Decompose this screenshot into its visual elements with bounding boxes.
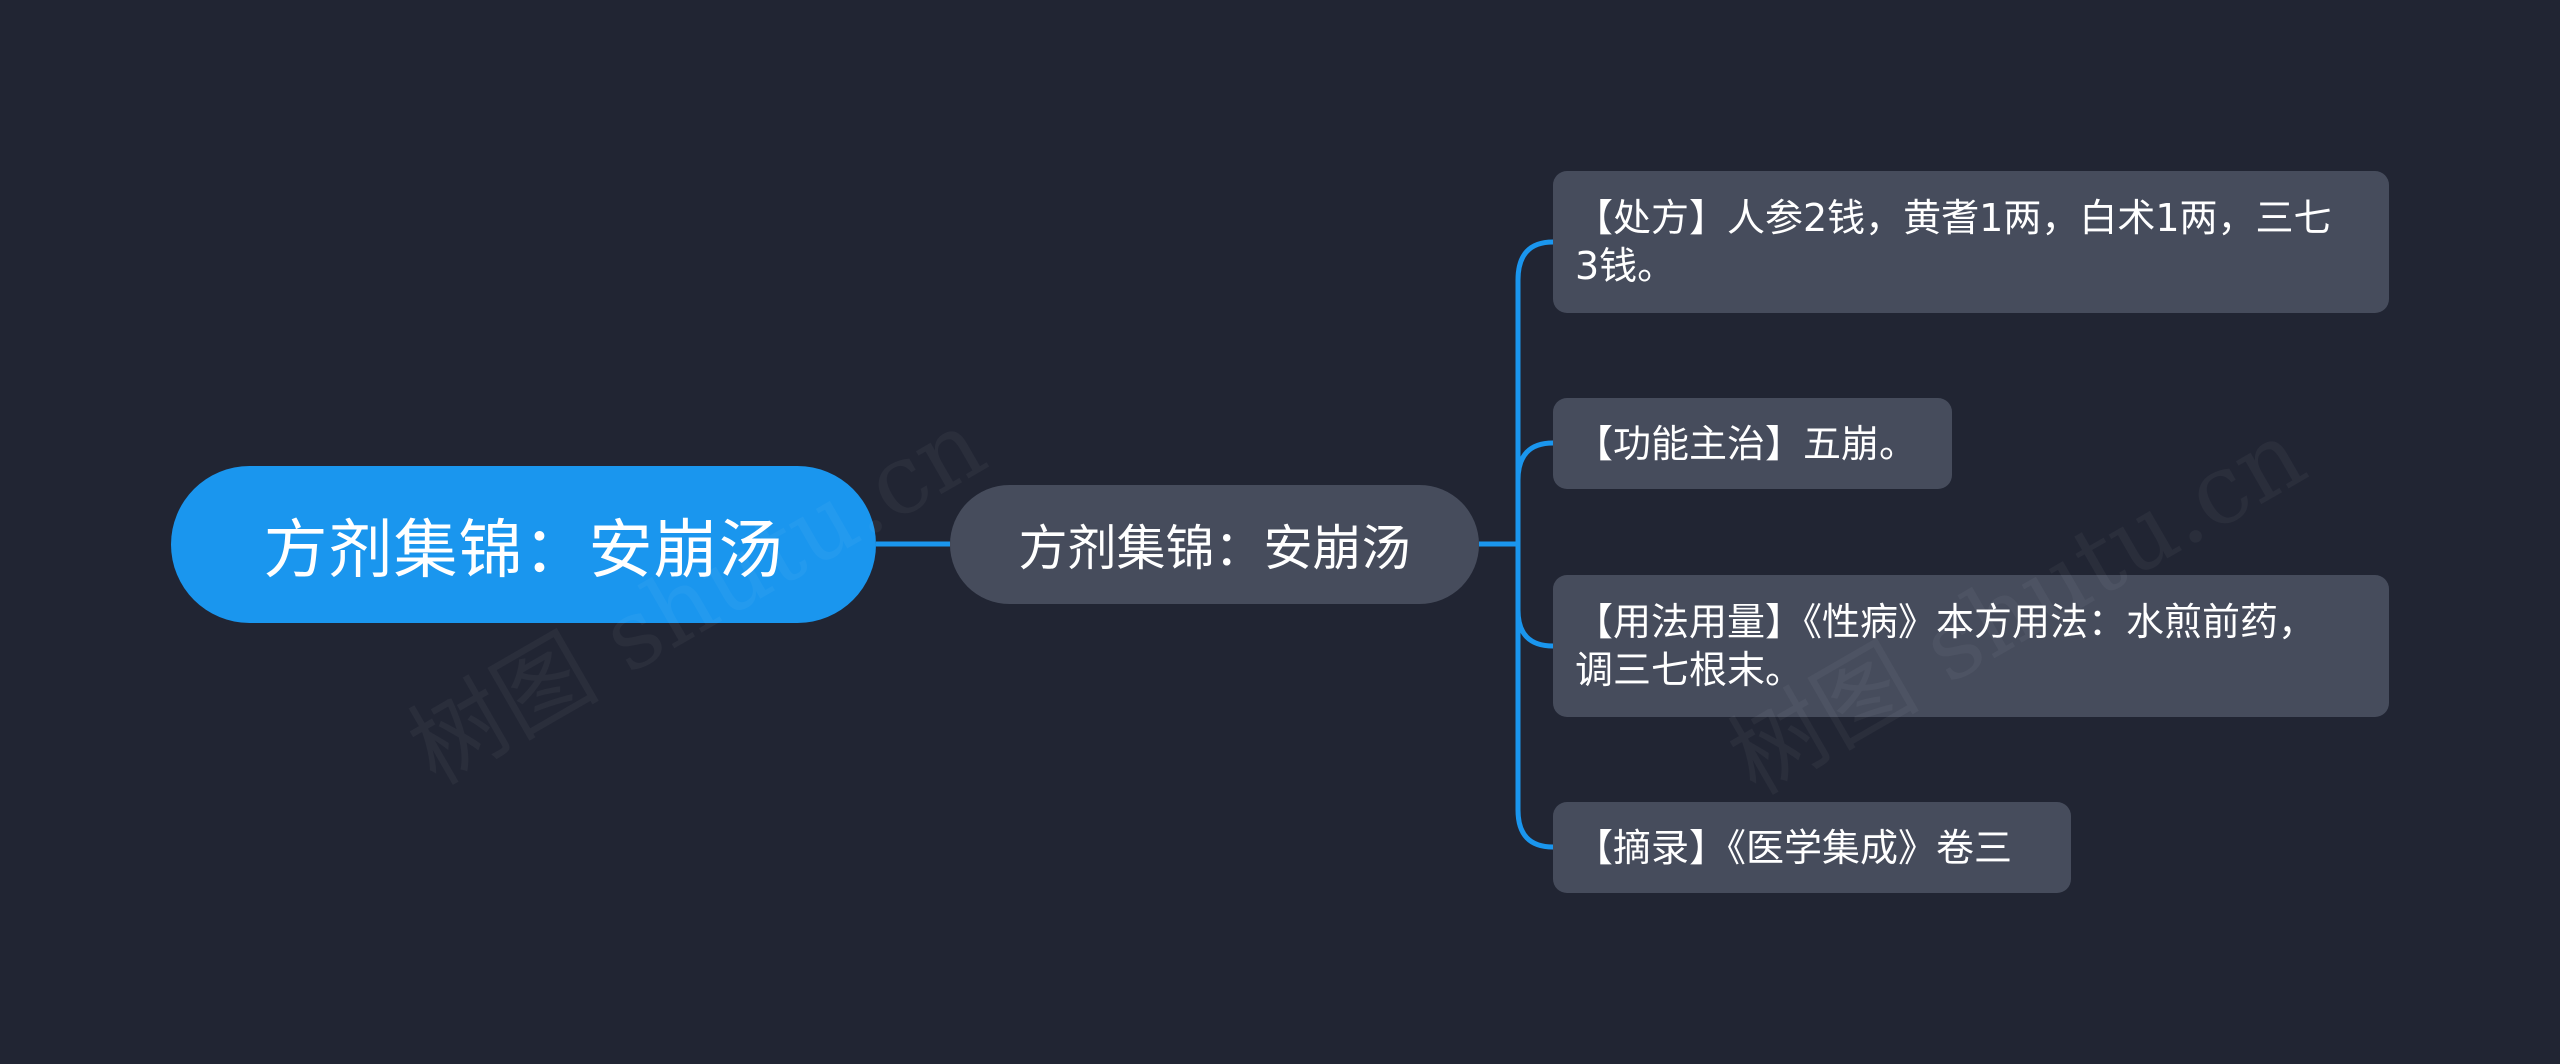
leaf-node-indications[interactable]: 【功能主治】五崩。 — [1553, 398, 1952, 489]
leaf-text-line: 【摘录】《医学集成》卷三 — [1575, 825, 2013, 870]
connector-to-leaf-1 — [1515, 239, 1554, 544]
leaf-node-usage[interactable]: 【用法用量】《性病》本方用法：水煎前药， 调三七根末。 — [1553, 575, 2389, 717]
leaf-node-source[interactable]: 【摘录】《医学集成》卷三 — [1553, 802, 2071, 893]
branch-node[interactable]: 方剂集锦：安崩汤 — [950, 485, 1479, 604]
leaf-text-line: 【功能主治】五崩。 — [1575, 421, 1918, 466]
branch-node-label: 方剂集锦：安崩汤 — [1018, 520, 1411, 577]
leaf-text-line: 【处方】人参2钱，黄耆1两，白术1两，三七 — [1575, 196, 2332, 240]
connector-to-leaf-2 — [1515, 440, 1554, 544]
leaf-text-line: 调三七根末。 — [1575, 648, 1804, 692]
connector-to-leaf-4 — [1515, 544, 1554, 850]
leaf-text-line: 3钱。 — [1575, 244, 1676, 288]
leaf-node-prescription[interactable]: 【处方】人参2钱，黄耆1两，白术1两，三七 3钱。 — [1553, 171, 2389, 313]
connector-to-leaf-3 — [1515, 544, 1554, 649]
root-node-label: 方剂集锦：安崩汤 — [263, 513, 784, 588]
root-node[interactable]: 方剂集锦：安崩汤 — [171, 466, 876, 623]
leaf-text-line: 【用法用量】《性病》本方用法：水煎前药， — [1575, 600, 2317, 644]
